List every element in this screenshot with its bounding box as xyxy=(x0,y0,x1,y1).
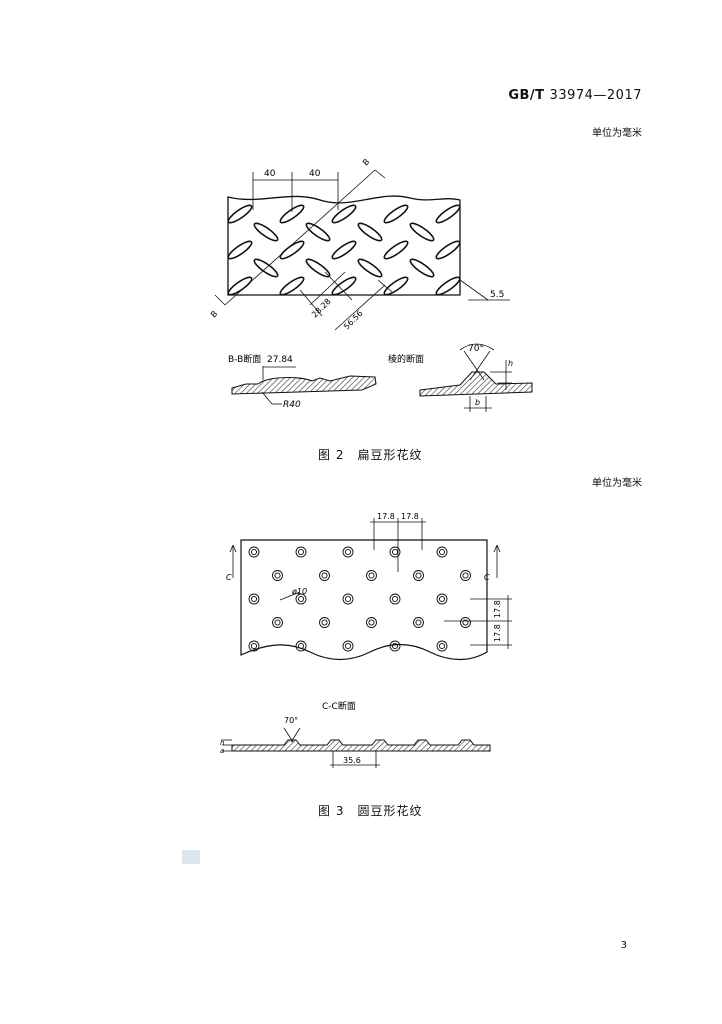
dim-diameter: ø10 xyxy=(291,587,307,596)
standard-code: GB/T 33974—2017 xyxy=(508,88,642,103)
round-bean xyxy=(460,617,471,628)
round-bean xyxy=(462,572,469,579)
round-bean xyxy=(250,642,258,650)
plate-outline-3 xyxy=(240,539,488,661)
round-bean xyxy=(295,593,307,605)
dim-right-1: 17.8 xyxy=(493,600,502,618)
round-bean xyxy=(344,548,352,556)
round-bean-pattern xyxy=(248,546,471,652)
round-bean xyxy=(248,546,260,558)
section-marker-b-bottom: B xyxy=(209,309,219,319)
section-cc-label: C-C断面 xyxy=(322,700,356,712)
round-bean xyxy=(368,619,375,626)
dim-pitch-a: 40 xyxy=(264,169,276,179)
unit-note-2: 单位为毫米 xyxy=(592,478,642,489)
section-bb-dim: 27.84 xyxy=(267,355,293,365)
section-bb-radius: R40 xyxy=(283,400,301,410)
section-dim: 35.6 xyxy=(343,756,361,765)
round-bean xyxy=(389,593,401,605)
round-bean xyxy=(272,570,283,581)
round-bean xyxy=(297,642,305,650)
section-marker-c-right: C xyxy=(484,573,490,582)
standard-prefix: GB/T xyxy=(508,88,545,103)
round-bean xyxy=(436,593,448,605)
round-bean xyxy=(342,546,354,558)
round-bean xyxy=(321,619,328,626)
round-bean xyxy=(342,640,354,652)
round-bean xyxy=(248,593,260,605)
round-bean xyxy=(436,640,448,652)
round-bean xyxy=(319,617,330,628)
round-bean xyxy=(389,640,401,652)
section-marker-b-top: B xyxy=(361,157,371,167)
standard-number: 33974—2017 xyxy=(549,88,642,103)
dim-thickness: 5.5 xyxy=(490,290,504,300)
dim-top-1: 17.8 xyxy=(377,512,395,521)
section-angle: 70° xyxy=(284,716,298,725)
figure-3-caption: 图 3 圆豆形花纹 xyxy=(318,804,423,818)
ridge-section-label: 棱的断面 xyxy=(388,353,424,365)
round-bean xyxy=(438,642,446,650)
round-bean xyxy=(460,570,471,581)
ridge-angle: 70° xyxy=(468,344,484,354)
round-bean xyxy=(391,548,399,556)
diagonal-dimensions xyxy=(299,271,393,331)
section-line-bb xyxy=(214,169,386,306)
section-a: a xyxy=(220,747,224,755)
scan-artifact xyxy=(182,850,200,864)
ridge-section-profile xyxy=(419,371,533,397)
section-markers-c xyxy=(229,544,501,578)
round-bean xyxy=(389,546,401,558)
lentil-pattern xyxy=(228,204,460,295)
unit-note-1: 单位为毫米 xyxy=(592,128,642,139)
round-bean xyxy=(436,546,448,558)
top-dimensions xyxy=(370,518,426,572)
round-bean xyxy=(250,595,258,603)
plate-outline xyxy=(227,195,461,296)
section-bb-label: B-B断面 xyxy=(228,353,261,365)
round-bean xyxy=(438,595,446,603)
round-bean xyxy=(295,640,307,652)
figure-2-caption: 图 2 扁豆形花纹 xyxy=(318,448,423,462)
round-bean xyxy=(366,570,377,581)
round-bean xyxy=(366,617,377,628)
right-dimensions xyxy=(444,595,512,649)
thickness-dimension xyxy=(459,279,510,301)
dim-pitch-b: 40 xyxy=(309,169,321,179)
round-bean xyxy=(342,593,354,605)
round-bean xyxy=(344,595,352,603)
section-marker-c-left: C xyxy=(226,573,232,582)
round-bean xyxy=(413,617,424,628)
round-bean xyxy=(297,595,305,603)
section-bb-profile xyxy=(231,375,377,395)
round-bean xyxy=(321,572,328,579)
round-bean xyxy=(344,642,352,650)
round-bean xyxy=(272,617,283,628)
round-bean xyxy=(319,570,330,581)
round-bean xyxy=(368,572,375,579)
round-bean xyxy=(250,548,258,556)
page-number: 3 xyxy=(620,940,627,951)
round-bean xyxy=(274,619,281,626)
section-h: h xyxy=(220,739,224,747)
round-bean xyxy=(297,548,305,556)
round-bean xyxy=(295,546,307,558)
ridge-h: h xyxy=(508,359,513,368)
round-bean xyxy=(391,642,399,650)
round-bean xyxy=(248,640,260,652)
section-cc-profile xyxy=(231,739,491,752)
round-bean xyxy=(415,619,422,626)
round-bean xyxy=(462,619,469,626)
dim-top-2: 17.8 xyxy=(401,512,419,521)
round-bean xyxy=(391,595,399,603)
round-bean xyxy=(415,572,422,579)
ridge-b: b xyxy=(475,398,480,407)
round-bean xyxy=(274,572,281,579)
round-bean xyxy=(438,548,446,556)
dim-right-2: 17.8 xyxy=(493,624,502,642)
round-bean xyxy=(413,570,424,581)
